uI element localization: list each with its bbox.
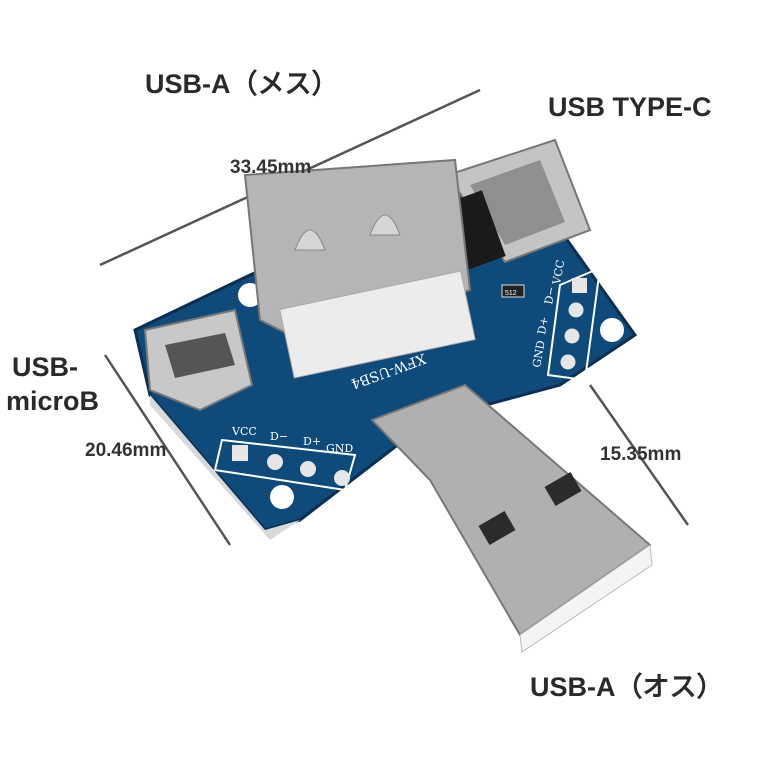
silk-pin-label: D− <box>542 285 558 305</box>
silk-pin-label: GND <box>530 339 548 368</box>
label-usb-microb-line1: USB- <box>12 352 78 382</box>
label-usb-a-male: USB-A（オス） <box>530 672 724 702</box>
silk-pin-label: D+ <box>535 315 551 335</box>
resistor <box>501 284 525 298</box>
pin-pads-right <box>560 278 587 370</box>
usb-a-female-housing <box>279 270 476 379</box>
silk-pin-label: VCC <box>231 425 257 438</box>
mounting-hole <box>600 318 624 342</box>
usb-a-male-plug <box>370 383 652 637</box>
usb-a-male-tip <box>519 544 653 653</box>
silk-pin-label: GND <box>326 442 353 455</box>
dimension-height: 20.46mm <box>85 440 167 461</box>
usb-a-male-window <box>478 510 516 546</box>
silk-pin-label: D+ <box>303 435 321 448</box>
dimension-male-length: 15.35mm <box>600 444 682 465</box>
usb-a-female-springs <box>294 214 401 251</box>
pcb-edge <box>150 395 300 540</box>
silk-pin-label: D− <box>270 430 288 443</box>
label-usb-a-female: USB-A（メス） <box>145 69 339 99</box>
dimension-width: 33.45mm <box>230 157 312 178</box>
mounting-hole <box>270 485 294 509</box>
dimension-line-height <box>103 354 232 546</box>
label-usb-type-c: USB TYPE-C <box>548 92 712 122</box>
label-usb-microb-line2: microB <box>6 386 100 416</box>
pin-pads-left <box>232 445 350 486</box>
dimension-line-male <box>588 384 690 526</box>
usb-a-male-window <box>544 471 582 507</box>
resistor-code: 512 <box>505 290 517 297</box>
usb-microb-opening <box>165 333 235 378</box>
silk-pin-label: VCC <box>550 259 567 287</box>
pin-header-right <box>546 266 602 382</box>
pin-header-left <box>213 438 357 492</box>
